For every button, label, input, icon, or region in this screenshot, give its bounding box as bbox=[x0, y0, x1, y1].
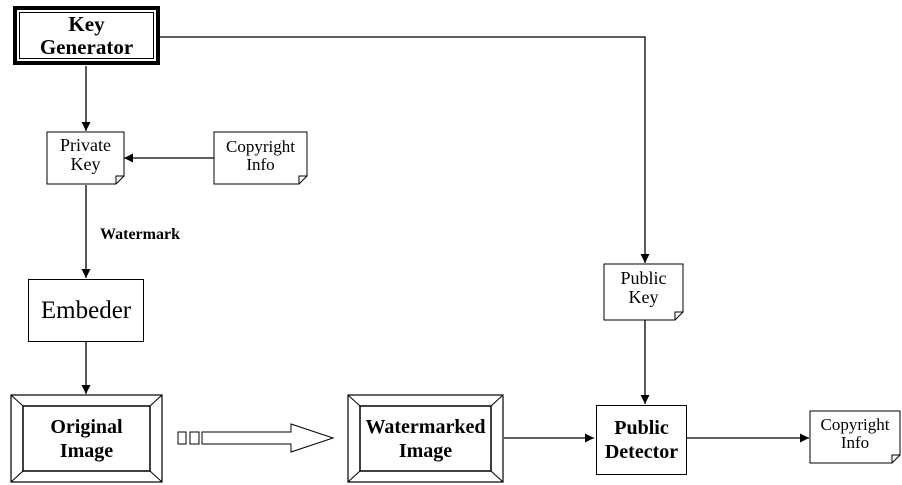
doc-shape-private-key bbox=[46, 131, 125, 185]
node-public-key-line2: Key bbox=[628, 286, 659, 307]
node-original-image-line1: Original bbox=[50, 416, 123, 438]
node-original-image: Original Image bbox=[23, 415, 150, 463]
node-private-key-line2: Key bbox=[70, 153, 101, 174]
node-key-generator-line2: Generator bbox=[39, 34, 134, 59]
node-private-key-line1: Private bbox=[60, 135, 111, 155]
bevel-frame-original bbox=[10, 394, 163, 483]
node-public-key-line1: Public bbox=[620, 268, 667, 288]
node-embeder-label: Embeder bbox=[40, 296, 132, 324]
hollow-transfer-arrow bbox=[177, 423, 335, 453]
node-watermarked-image-line2: Image bbox=[398, 440, 453, 462]
node-watermarked-image-line1: Watermarked bbox=[365, 416, 486, 438]
node-copyright-info-top: Copyright Info bbox=[214, 138, 307, 174]
node-embeder: Embeder bbox=[28, 279, 144, 342]
doc-shape-public-key bbox=[603, 263, 684, 321]
node-original-image-line2: Image bbox=[59, 440, 114, 462]
node-watermarked-image: Watermarked Image bbox=[360, 415, 491, 463]
node-copyright-info-out-line1: Copyright bbox=[820, 415, 890, 434]
node-public-detector-line2: Detector bbox=[604, 441, 679, 463]
node-copyright-info-top-line2: Info bbox=[246, 154, 275, 174]
node-public-detector-line1: Public bbox=[614, 417, 669, 439]
node-key-generator: Key Generator bbox=[13, 6, 160, 65]
edge-keygen-to-public-key bbox=[160, 36, 650, 263]
doc-shape-copyright-top bbox=[213, 131, 308, 185]
bevel-frame-watermarked bbox=[347, 394, 504, 483]
node-copyright-info-top-line1: Copyright bbox=[226, 137, 295, 156]
doc-shape-copyright-out bbox=[809, 410, 901, 464]
node-key-generator-line1: Key bbox=[68, 12, 105, 37]
node-public-detector: Public Detector bbox=[596, 405, 687, 475]
edge-label-watermark: Watermark bbox=[100, 226, 180, 243]
node-copyright-info-out-line2: Info bbox=[840, 432, 870, 452]
node-private-key: Private Key bbox=[47, 136, 124, 174]
node-copyright-info-out: Copyright Info bbox=[810, 416, 900, 452]
node-public-key: Public Key bbox=[604, 269, 683, 307]
